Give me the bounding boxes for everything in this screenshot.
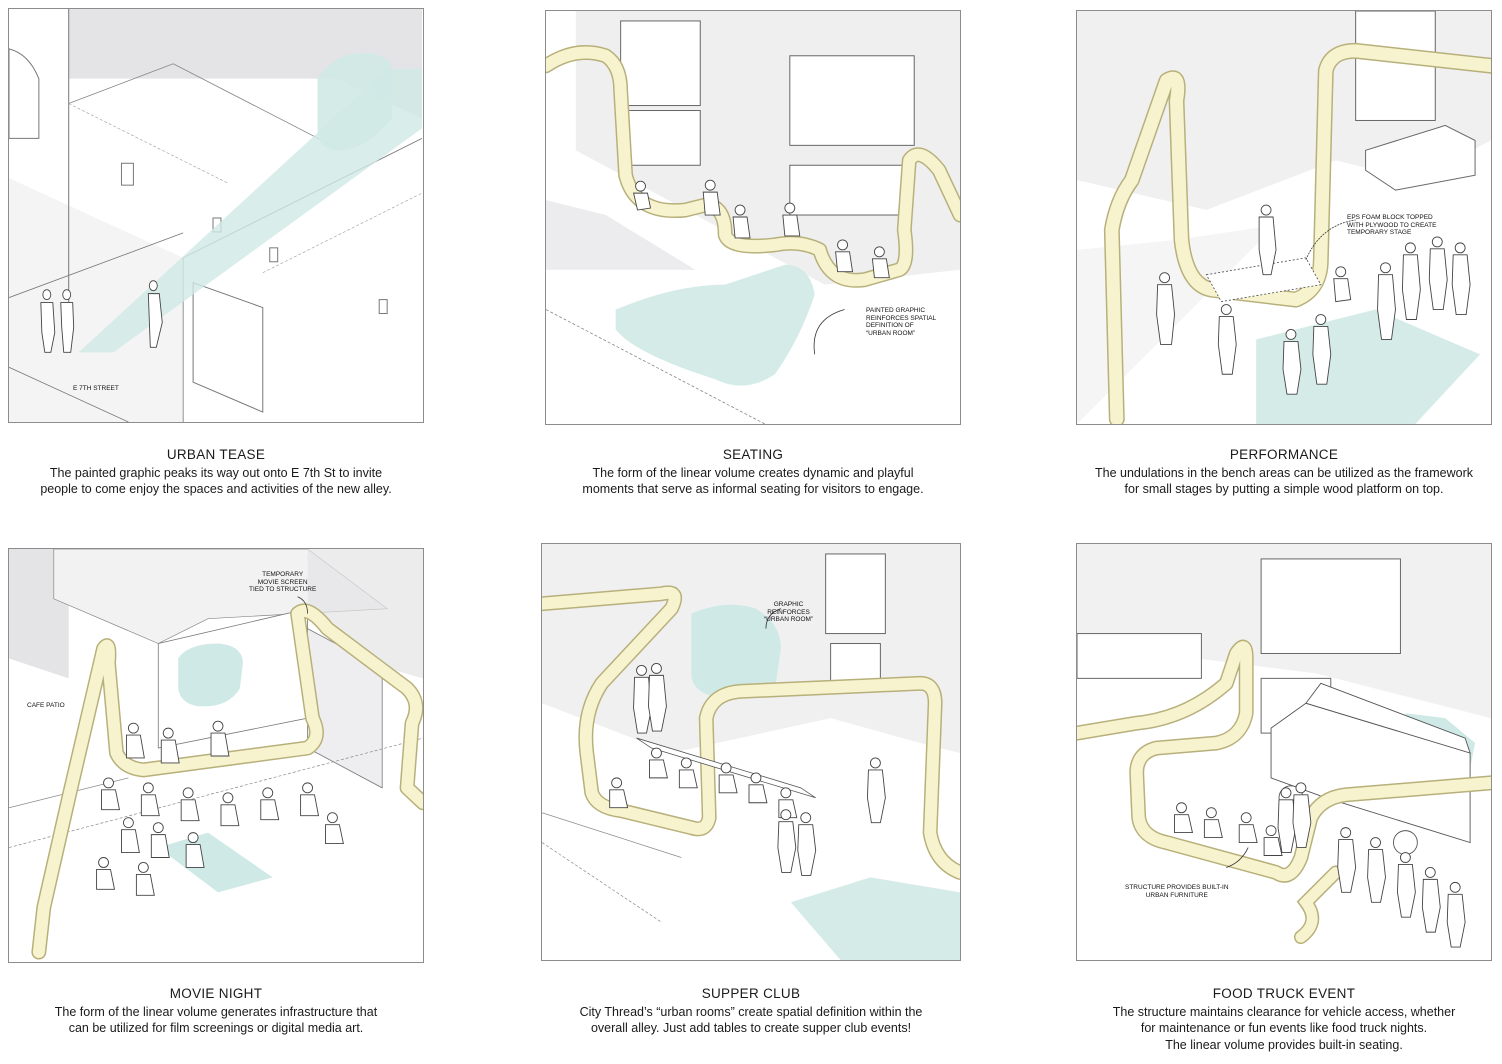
seating-illustration xyxy=(546,11,960,424)
caption-performance: PERFORMANCE The undulations in the bench… xyxy=(1076,447,1492,498)
annotation-eps-foam: EPS FOAM BLOCK TOPPED WITH PLYWOOD TO CR… xyxy=(1347,214,1436,237)
caption-line: The form of the linear volume creates dy… xyxy=(592,465,914,480)
panel-supper-club: GRAPHIC REINFORCES “URBAN ROOM” xyxy=(541,543,961,961)
movie-night-illustration xyxy=(9,549,423,960)
caption-line: moments that serve as informal seating f… xyxy=(582,482,924,496)
caption-food-truck: FOOD TRUCK EVENT The structure maintains… xyxy=(1076,986,1492,1053)
panel-movie-night: TEMPORARY MOVIE SCREEN TIED TO STRUCTURE… xyxy=(8,548,424,963)
annotation-line: TEMPORARY xyxy=(262,571,304,578)
annotation-line: URBAN FURNITURE xyxy=(1145,891,1208,899)
annotation-built-in-furniture: STRUCTURE PROVIDES BUILT-IN URBAN FURNIT… xyxy=(1125,884,1229,899)
caption-title: SUPPER CLUB xyxy=(701,986,801,1001)
annotation-line: PAINTED GRAPHIC xyxy=(866,307,926,314)
caption-line: for small stages by putting a simple woo… xyxy=(1124,482,1444,496)
caption-title: SEATING xyxy=(722,447,784,462)
annotation-line: REINFORCES xyxy=(767,608,810,616)
caption-line: The structure maintains clearance for ve… xyxy=(1112,1004,1456,1019)
annotation-line: MOVIE SCREEN xyxy=(257,578,308,586)
performance-illustration xyxy=(1077,11,1491,424)
panel-food-truck: STRUCTURE PROVIDES BUILT-IN URBAN FURNIT… xyxy=(1076,543,1492,961)
caption-title: URBAN TEASE xyxy=(166,447,266,462)
caption-title: MOVIE NIGHT xyxy=(169,986,263,1001)
urban-tease-illustration xyxy=(9,9,423,422)
annotation-line: EPS FOAM BLOCK TOPPED xyxy=(1347,214,1433,221)
caption-movie-night: MOVIE NIGHT The form of the linear volum… xyxy=(8,986,424,1037)
panel-urban-tease: E 7TH STREET xyxy=(8,8,424,423)
caption-line: City Thread’s “urban rooms” create spati… xyxy=(579,1004,923,1019)
caption-urban-tease: URBAN TEASE The painted graphic peaks it… xyxy=(8,447,424,498)
caption-line: for maintenance or fun events like food … xyxy=(1140,1021,1428,1035)
panel-performance: EPS FOAM BLOCK TOPPED WITH PLYWOOD TO CR… xyxy=(1076,10,1492,425)
caption-line: can be utilized for film screenings or d… xyxy=(68,1021,364,1035)
caption-supper-club: SUPPER CLUB City Thread’s “urban rooms” … xyxy=(541,986,961,1037)
annotation-painted-graphic: PAINTED GRAPHIC REINFORCES SPATIAL DEFIN… xyxy=(866,307,936,337)
annotation-line: TEMPORARY STAGE xyxy=(1347,229,1412,236)
caption-line: The linear volume provides built-in seat… xyxy=(1165,1037,1403,1052)
caption-line: people to come enjoy the spaces and acti… xyxy=(40,482,392,496)
caption-title: FOOD TRUCK EVENT xyxy=(1212,986,1356,1001)
caption-title: PERFORMANCE xyxy=(1229,447,1339,462)
caption-line: overall alley. Just add tables to create… xyxy=(590,1021,912,1035)
annotation-line: “URBAN ROOM” xyxy=(764,616,814,623)
annotation-graphic: GRAPHIC REINFORCES “URBAN ROOM” xyxy=(764,601,813,624)
annotation-e7th-street: E 7TH STREET xyxy=(73,385,119,392)
caption-line: The undulations in the bench areas can b… xyxy=(1094,465,1473,480)
food-truck-illustration xyxy=(1077,544,1491,948)
annotation-line: TIED TO STRUCTURE xyxy=(249,586,317,593)
caption-line: The form of the linear volume generates … xyxy=(54,1004,378,1019)
caption-seating: SEATING The form of the linear volume cr… xyxy=(545,447,961,498)
panel-seating: PAINTED GRAPHIC REINFORCES SPATIAL DEFIN… xyxy=(545,10,961,425)
annotation-cafe-patio: CAFE PATIO xyxy=(27,702,65,709)
supper-club-illustration xyxy=(542,544,960,960)
annotation-line: WITH PLYWOOD TO CREATE xyxy=(1347,221,1437,229)
annotation-line: DEFINITION OF xyxy=(866,322,914,329)
annotation-line: STRUCTURE PROVIDES BUILT-IN xyxy=(1125,884,1229,891)
annotation-line: “URBAN ROOM” xyxy=(866,329,916,337)
annotation-line: REINFORCES SPATIAL xyxy=(866,314,937,322)
caption-line: The painted graphic peaks its way out on… xyxy=(49,465,383,480)
annotation-movie-screen: TEMPORARY MOVIE SCREEN TIED TO STRUCTURE xyxy=(249,571,316,594)
annotation-line: GRAPHIC xyxy=(773,601,804,608)
